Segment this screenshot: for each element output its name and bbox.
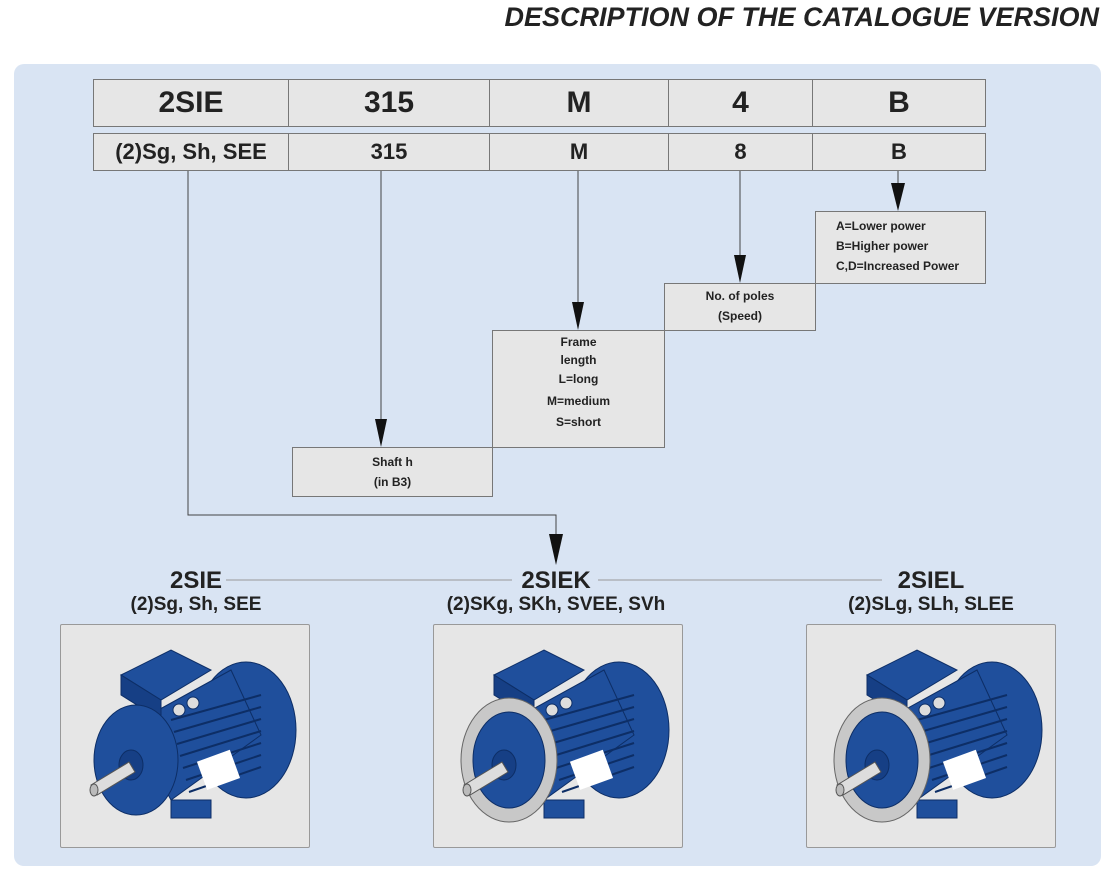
power-b: B=Higher power — [836, 239, 929, 253]
motor-image-flange — [806, 624, 1056, 848]
b3-label: (in B3) — [373, 475, 412, 489]
code-power: B — [812, 79, 986, 127]
power-legend-box: A=Lower power B=Higher power C,D=Increas… — [815, 211, 986, 284]
shaft-label: Shaft h — [372, 455, 413, 469]
page-title: DESCRIPTION OF THE CATALOGUE VERSION — [504, 2, 1099, 32]
power-a: A=Lower power — [836, 219, 926, 233]
frame-label: Frame — [560, 335, 597, 349]
alt-series: (2)Sg, Sh, SEE — [93, 133, 289, 171]
motor-image-foot — [60, 624, 310, 848]
alt-power: B — [812, 133, 986, 171]
motor-icon — [833, 649, 1043, 823]
code-poles: 4 — [668, 79, 813, 127]
frame-medium: M=medium — [546, 393, 610, 408]
motor-icon — [460, 649, 670, 823]
frame-short: S=short — [555, 415, 601, 429]
version-2siel: 2SIEL(2)SLg, SLh, SLEE — [848, 567, 1014, 616]
code-frame-length: M — [489, 79, 669, 127]
frame-box: Frame length L=long M=medium S=short — [492, 330, 665, 448]
alt-shaft-height: 315 — [288, 133, 490, 171]
motor-image-flange-large — [433, 624, 683, 848]
code-series: 2SIE — [93, 79, 289, 127]
power-cd: C,D=Increased Power — [836, 259, 960, 273]
code-shaft-height: 315 — [288, 79, 490, 127]
speed-label: (Speed) — [717, 309, 762, 323]
version-2siek: 2SIEK(2)SKg, SKh, SVEE, SVh — [446, 567, 666, 616]
frame-long: L=long — [558, 372, 599, 386]
poles-box: No. of poles (Speed) — [664, 283, 816, 331]
motor-icon — [89, 649, 297, 819]
poles-label: No. of poles — [705, 289, 775, 303]
version-2sie: 2SIE(2)Sg, Sh, SEE — [130, 567, 262, 616]
length-label: length — [560, 353, 597, 367]
shaft-box: Shaft h (in B3) — [292, 447, 493, 497]
alt-frame-length: M — [489, 133, 669, 171]
alt-poles: 8 — [668, 133, 813, 171]
